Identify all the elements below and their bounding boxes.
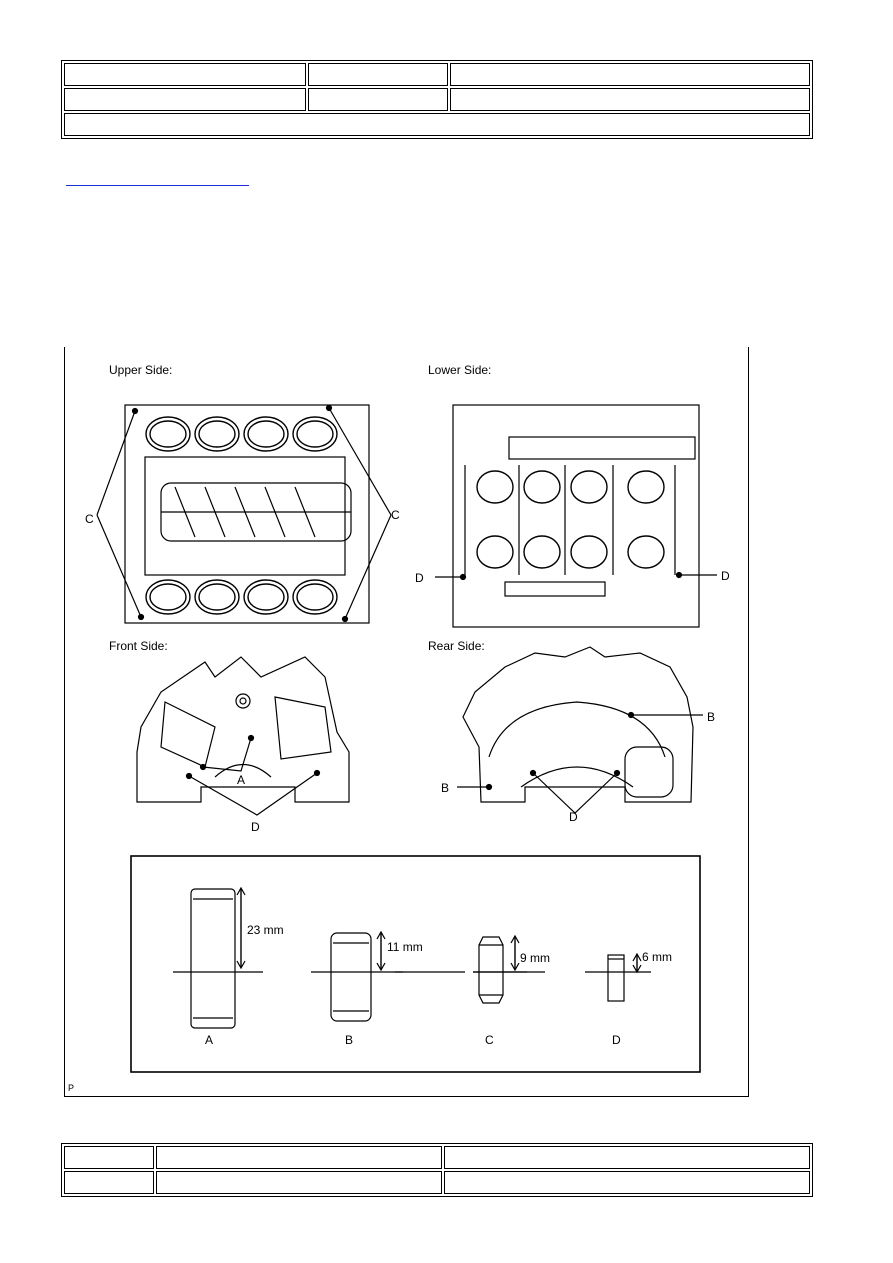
pin-a-shape [190,888,236,1029]
pin-c-shape [478,936,504,1004]
callout-c-left: C [85,512,94,526]
rear-side-label: Rear Side: [428,639,485,653]
rear-side-view [457,646,703,814]
pin-d-label: D [612,1033,621,1047]
section-link[interactable] [66,168,249,186]
table-cell [308,63,448,86]
lower-side-label: Lower Side: [428,363,491,377]
table-cell [64,63,306,86]
callout-d-lower-left: D [415,571,424,585]
table-row [64,1146,810,1169]
callout-d-rear: D [569,810,578,824]
ring-pin-location-figure: Upper Side: Lower Side: Front Side: Rear… [64,347,749,1097]
table-cell [450,88,810,111]
callout-b-rear-right: B [707,710,715,724]
table-cell [308,88,448,111]
bottom-info-table [61,1143,813,1197]
pin-d-length: 6 mm [642,950,672,964]
pin-b-length: 11 mm [387,940,423,954]
table-cell [444,1146,810,1169]
callout-a-front: A [237,773,245,787]
callout-c-right: C [391,508,400,522]
table-cell [64,1146,154,1169]
pin-c-length: 9 mm [520,951,550,965]
table-row [64,1171,810,1194]
pin-b-shape [330,932,372,1022]
table-row [64,88,810,111]
table-row [64,113,810,136]
table-cell [156,1171,442,1194]
figure-corner-mark: P [68,1083,74,1093]
pin-length-legend [130,855,701,1073]
table-cell [64,1171,154,1194]
table-cell [64,88,306,111]
pin-d-shape [607,954,625,1002]
table-row [64,63,810,86]
table-cell [450,63,810,86]
upper-side-label: Upper Side: [109,363,172,377]
front-side-view [136,656,350,816]
engine-block-illustration: Upper Side: Lower Side: Front Side: Rear… [68,363,730,1093]
pin-a-label: A [205,1033,213,1047]
table-cell [156,1146,442,1169]
pin-c-label: C [485,1033,494,1047]
callout-d-lower-right: D [721,569,730,583]
callout-d-front: D [251,820,260,834]
callout-b-rear-left: B [441,781,449,795]
table-cell [444,1171,810,1194]
lower-side-view [435,404,717,628]
upper-side-view [96,404,392,624]
pin-b-label: B [345,1033,353,1047]
table-cell [64,113,810,136]
pin-a-length: 23 mm [247,923,284,937]
front-side-label: Front Side: [109,639,168,653]
top-info-table [61,60,813,139]
